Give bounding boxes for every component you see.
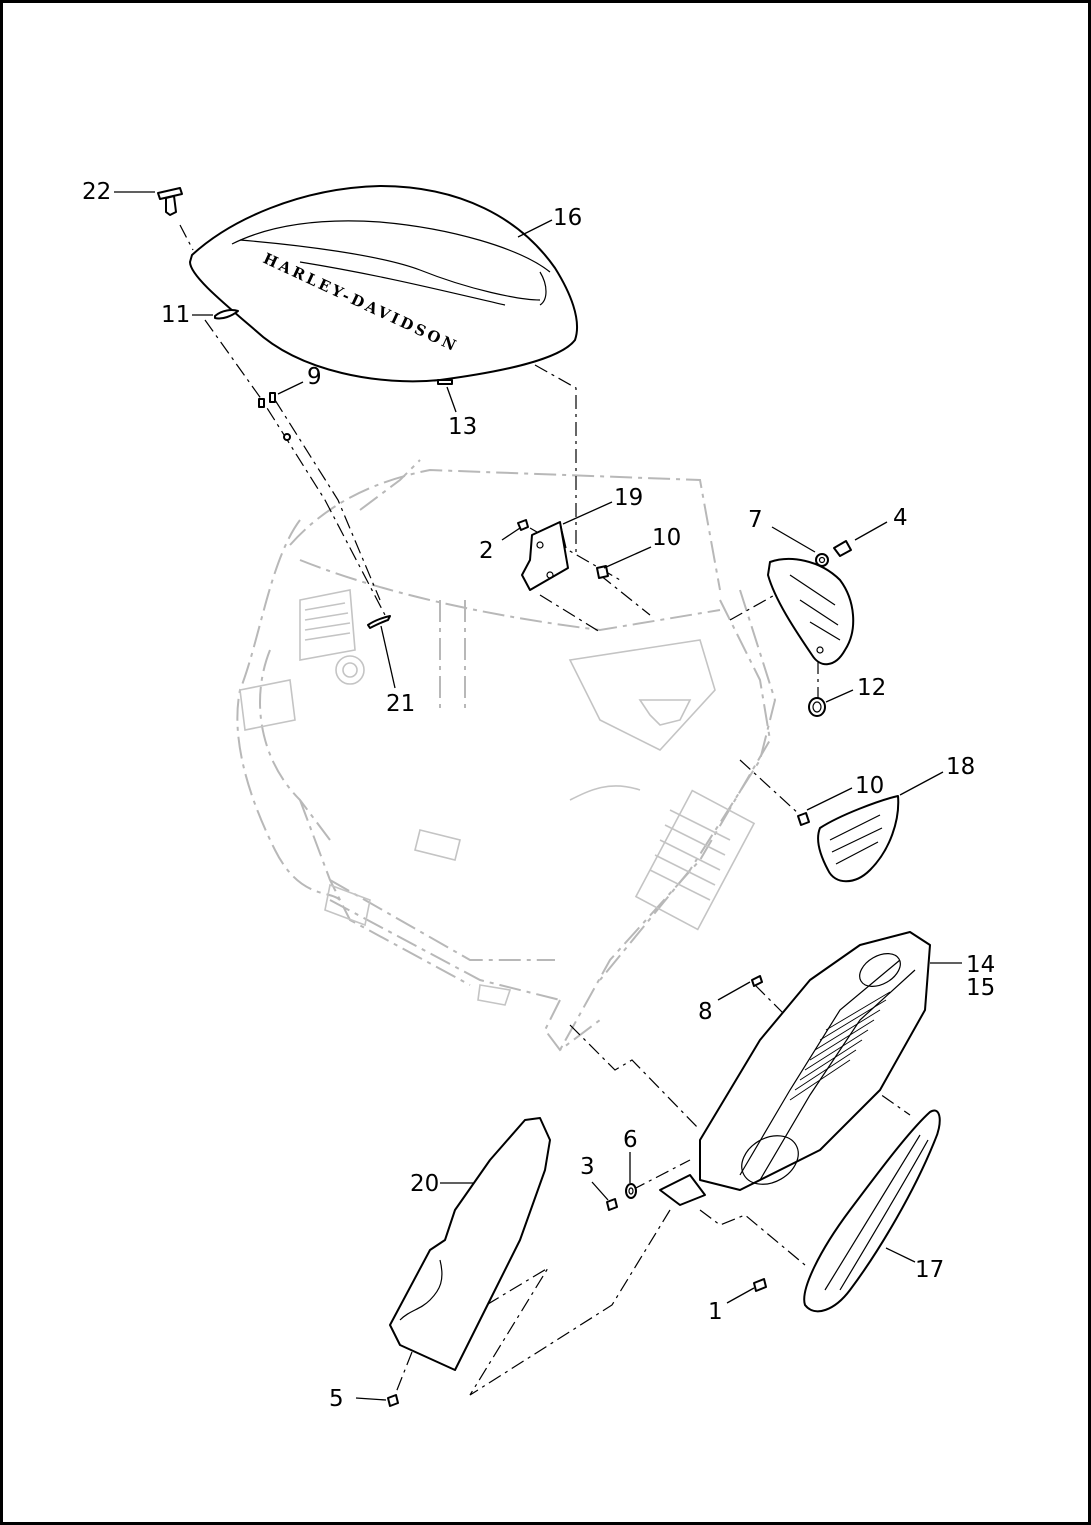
screw-part-2: [517, 519, 529, 531]
callout-3: 3: [580, 1154, 595, 1180]
callout-20: 20: [410, 1171, 439, 1197]
knob-part-22: [157, 187, 183, 216]
fastener-part-8: [751, 975, 763, 987]
callout-4: 4: [893, 505, 908, 531]
motorcycle-frame-ghost: [236, 459, 777, 1052]
callout-11: 11: [161, 302, 190, 328]
trim-part-17: [803, 1109, 941, 1313]
fairing-panel-part-20: [389, 1117, 551, 1371]
callout-1: 1: [708, 1299, 723, 1325]
callout-10-lower: 10: [855, 773, 884, 799]
side-cover-upper: [767, 558, 855, 666]
nut-part-10-upper: [596, 565, 609, 579]
callout-17: 17: [915, 1257, 944, 1283]
callout-14: 14: [966, 952, 995, 978]
callout-18: 18: [946, 754, 975, 780]
callout-21: 21: [386, 691, 415, 717]
callout-2: 2: [479, 538, 494, 564]
bolt-part-4: [833, 540, 852, 557]
callout-6: 6: [623, 1127, 638, 1153]
callout-8: 8: [698, 999, 713, 1025]
callout-5: 5: [329, 1386, 344, 1412]
callout-10-upper: 10: [652, 525, 681, 551]
nut-part-10-lower: [797, 812, 810, 826]
grommet-part-13: [437, 379, 453, 385]
callout-9: 9: [307, 364, 322, 390]
callout-22: 22: [82, 179, 111, 205]
callout-15: 15: [966, 975, 995, 1001]
cover-part-18: [817, 795, 900, 883]
assembly-lines: [179, 224, 911, 1396]
radiator-cover-part-14-15: [659, 931, 931, 1206]
callout-7: 7: [748, 507, 763, 533]
screw-part-5: [387, 1394, 399, 1407]
clip-part-11: [214, 309, 239, 320]
callout-labels: 22 16 11 9 13 19 2 10 7 4 12 21 10 18 14…: [82, 179, 995, 1412]
screw-part-3: [606, 1198, 618, 1211]
callout-13: 13: [448, 414, 477, 440]
screw-part-1: [753, 1278, 767, 1292]
callout-leaders: [114, 191, 962, 1401]
seat-cowl-part-16: [189, 185, 579, 383]
fastener-part-9: [258, 392, 291, 441]
callout-16: 16: [553, 205, 582, 231]
grommet-part-12: [808, 697, 826, 717]
bracket-part-19: [521, 521, 569, 591]
washer-part-6: [625, 1183, 637, 1199]
callout-19: 19: [614, 485, 643, 511]
callout-12: 12: [857, 675, 886, 701]
exploded-parts-diagram: HARLEY-DAVIDSON: [82, 179, 995, 1412]
clip-part-21: [367, 615, 391, 629]
